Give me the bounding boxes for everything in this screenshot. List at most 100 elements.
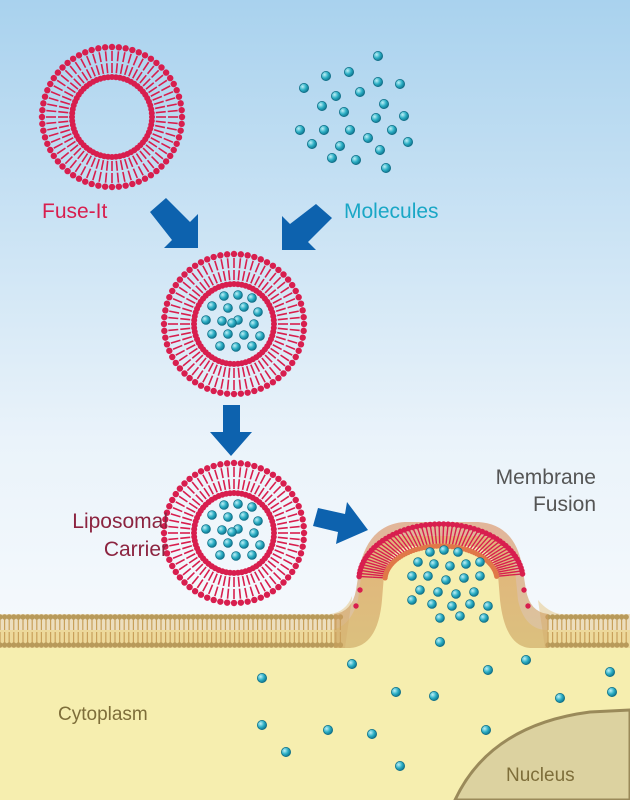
lipid-tail (249, 469, 254, 480)
lipid-head (292, 287, 299, 295)
lipid-tail (119, 159, 124, 171)
lipid-tail (183, 549, 194, 555)
lipid-tail (105, 160, 109, 171)
lipid-head (275, 374, 282, 382)
lipid-tail (246, 574, 251, 585)
lipid-tail (195, 563, 204, 572)
lipid-head (108, 183, 116, 191)
lipid-tail (154, 124, 166, 129)
lipid-head (176, 365, 184, 372)
lipid-head (166, 347, 173, 354)
lipid-tail (207, 275, 214, 286)
lipid-tail (264, 370, 272, 380)
fuse-it-label: Fuse-It (42, 200, 108, 223)
lipid-head (169, 562, 176, 570)
molecule-icon (231, 342, 241, 352)
lipid-tail (170, 339, 181, 344)
molecule-icon (217, 525, 227, 535)
lipid-tail (175, 349, 185, 356)
lipid-head (161, 536, 168, 544)
lipid-head (181, 370, 188, 377)
lipid-head (223, 251, 231, 258)
liposomal-carrier (160, 459, 308, 607)
lipid-head (299, 516, 306, 523)
lipid-tail (249, 586, 254, 597)
lipid-head (176, 574, 184, 581)
lipid-head (181, 480, 188, 487)
lipid-tail (226, 588, 230, 599)
lipid-tail (73, 147, 82, 156)
lipid-head (170, 80, 177, 88)
lipid-tail (288, 519, 299, 523)
molecule-icon (223, 329, 233, 339)
lipid-tail (191, 366, 200, 376)
lipid-head (167, 74, 174, 82)
lipid-head (191, 471, 199, 478)
lipid-head (122, 182, 129, 189)
lipid-tail (170, 548, 181, 553)
lipid-head (181, 579, 188, 586)
molecule-icon (318, 125, 329, 136)
lipid-tail (119, 63, 124, 75)
lipid-tail (170, 304, 181, 309)
lipid-head (75, 52, 83, 59)
lipid-tail (115, 160, 119, 171)
lipid-tail (188, 556, 198, 564)
lipid-tail (69, 144, 79, 152)
liposomal-carrier-label-line2: Carrier (104, 538, 168, 561)
molecule-icon (429, 559, 439, 569)
lipid-tail (169, 310, 180, 314)
lipid-tail (86, 168, 92, 179)
lipid-tail (283, 292, 293, 299)
lipid-tail (227, 479, 231, 490)
lipid-tail (287, 304, 298, 309)
lipid-tail (168, 328, 179, 332)
lipid-tail (276, 358, 286, 367)
arrow-right-icon (313, 502, 368, 544)
lipid-head (163, 300, 171, 307)
molecule-icon (475, 571, 485, 581)
lipid-tail (277, 536, 288, 540)
lipid-head (88, 46, 95, 54)
lipid-head (173, 87, 180, 94)
lipid-tail (217, 365, 222, 376)
lipid-head (75, 175, 83, 182)
free-molecules (294, 51, 413, 173)
lipid-tail (137, 166, 144, 176)
lipid-tail (178, 354, 188, 362)
lipid-tail (50, 137, 61, 143)
lipid-tail (95, 158, 100, 169)
lipid-head (275, 266, 282, 274)
lipid-head (223, 390, 231, 397)
lipid-head (244, 461, 251, 468)
arrow-down-right-icon (150, 198, 198, 248)
lipid-tail (46, 121, 57, 125)
lipid-tail (80, 166, 87, 176)
lipid-head (141, 52, 149, 59)
lipid-head (289, 568, 296, 576)
lipid-head (161, 522, 168, 530)
molecule-icon (217, 316, 227, 326)
molecule-icon (298, 83, 309, 94)
lipid-tail (254, 362, 261, 373)
lipid-tail (191, 272, 200, 282)
lipid-tail (105, 63, 109, 74)
lipid-tail (63, 90, 74, 97)
lipid-tail (267, 351, 277, 359)
lipid-head (230, 390, 238, 398)
lipid-tail (289, 525, 300, 529)
lipid-head (82, 49, 89, 56)
lipid-tail (289, 316, 300, 320)
lipid-tail (180, 327, 191, 331)
lipid-head (263, 259, 271, 266)
molecule-icon (386, 125, 397, 136)
molecule-icon (427, 599, 437, 609)
lipid-tail (148, 140, 158, 148)
molecule-icon (380, 162, 391, 173)
lipid-tail (185, 344, 196, 351)
lipid-tail (195, 285, 204, 294)
lipid-tail (259, 373, 266, 383)
lipid-head (217, 461, 224, 468)
molecule-icon (394, 79, 405, 90)
released-molecules (256, 637, 618, 772)
